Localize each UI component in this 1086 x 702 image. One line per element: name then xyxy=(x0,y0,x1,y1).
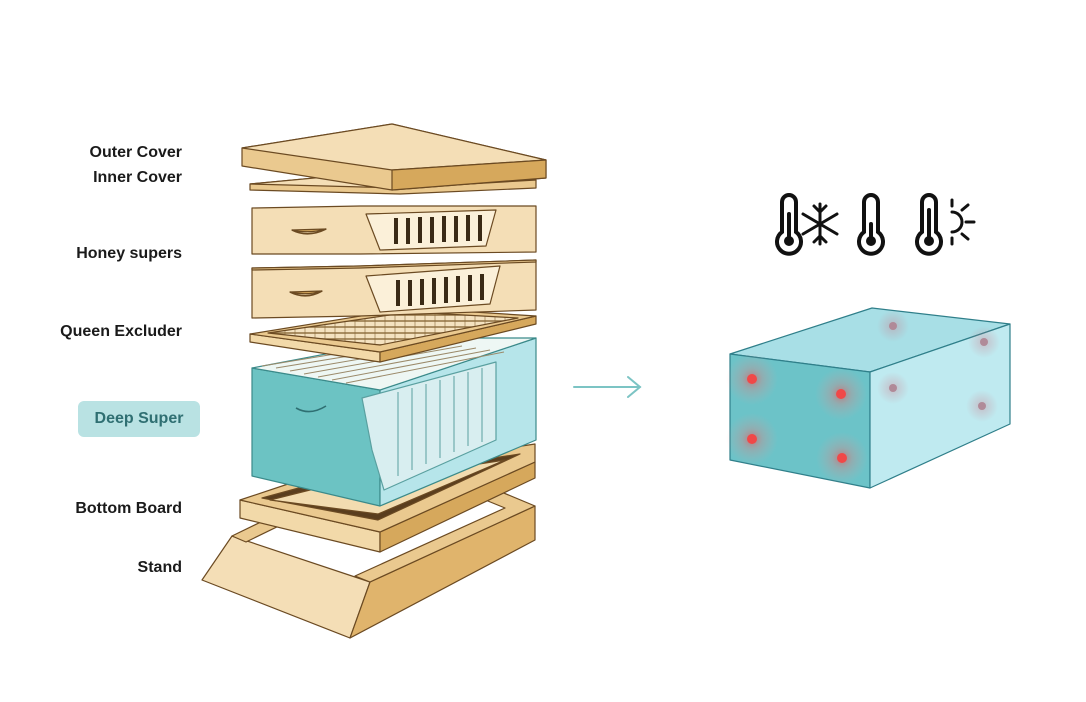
arrow-right-icon xyxy=(573,376,642,398)
sensor-dot xyxy=(980,338,988,346)
queen-excluder xyxy=(249,307,537,363)
sensor-dot xyxy=(837,453,847,463)
label-deep-super: Deep Super xyxy=(94,410,184,427)
honey-super-lower xyxy=(251,259,537,319)
sensor-dot xyxy=(747,374,757,384)
label-outer-cover: Outer Cover xyxy=(89,144,182,161)
sensor-dot xyxy=(747,434,757,444)
label-inner-cover: Inner Cover xyxy=(93,169,182,186)
label-queen-excluder: Queen Excluder xyxy=(60,323,182,340)
label-bottom-board: Bottom Board xyxy=(75,500,182,517)
thermometer-hot-icon xyxy=(915,193,976,256)
honey-super-upper xyxy=(251,205,537,255)
sensor-dot xyxy=(978,402,986,410)
sensor-dot xyxy=(889,384,897,392)
thermometer-icon xyxy=(857,193,885,256)
deep-super-highlight: Deep Super xyxy=(78,401,200,437)
label-stand: Stand xyxy=(137,559,182,576)
sensor-box xyxy=(729,307,1011,489)
label-honey-supers: Honey supers xyxy=(76,245,182,262)
thermometer-cold-icon xyxy=(775,193,839,256)
sensor-dot xyxy=(836,389,846,399)
sensor-dot xyxy=(889,322,897,330)
sensor-dots xyxy=(747,322,988,463)
outer-cover xyxy=(241,123,547,191)
